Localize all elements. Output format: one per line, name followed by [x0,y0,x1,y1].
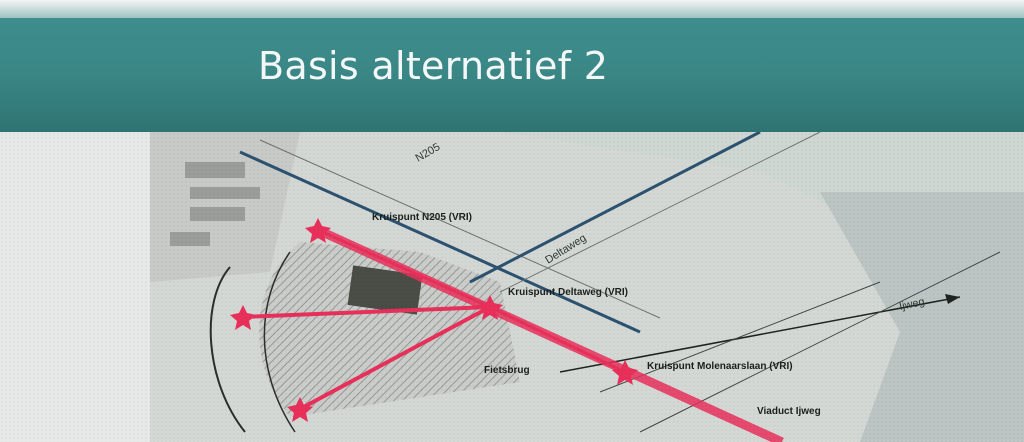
slide-header: Basis alternatief 2 [0,0,1024,132]
map-area: N205 Deltaweg Ijweg Kruispunt N205 (VRI)… [0,132,1024,442]
label-fietsbrug: Fietsbrug [484,365,530,376]
label-kruispunt-molenaarslaan: Kruispunt Molenaarslaan (VRI) [647,361,793,372]
site-map: N205 Deltaweg Ijweg Kruispunt N205 (VRI)… [0,132,1024,442]
label-viaduct-ijweg: Viaduct Ijweg [757,406,821,417]
label-kruispunt-deltaweg: Kruispunt Deltaweg (VRI) [508,287,628,298]
label-ijweg-road: Ijweg [898,296,926,313]
slide-title: Basis alternatief 2 [258,44,609,88]
screen-texture [0,132,1024,442]
label-kruispunt-n205: Kruispunt N205 (VRI) [372,212,472,223]
